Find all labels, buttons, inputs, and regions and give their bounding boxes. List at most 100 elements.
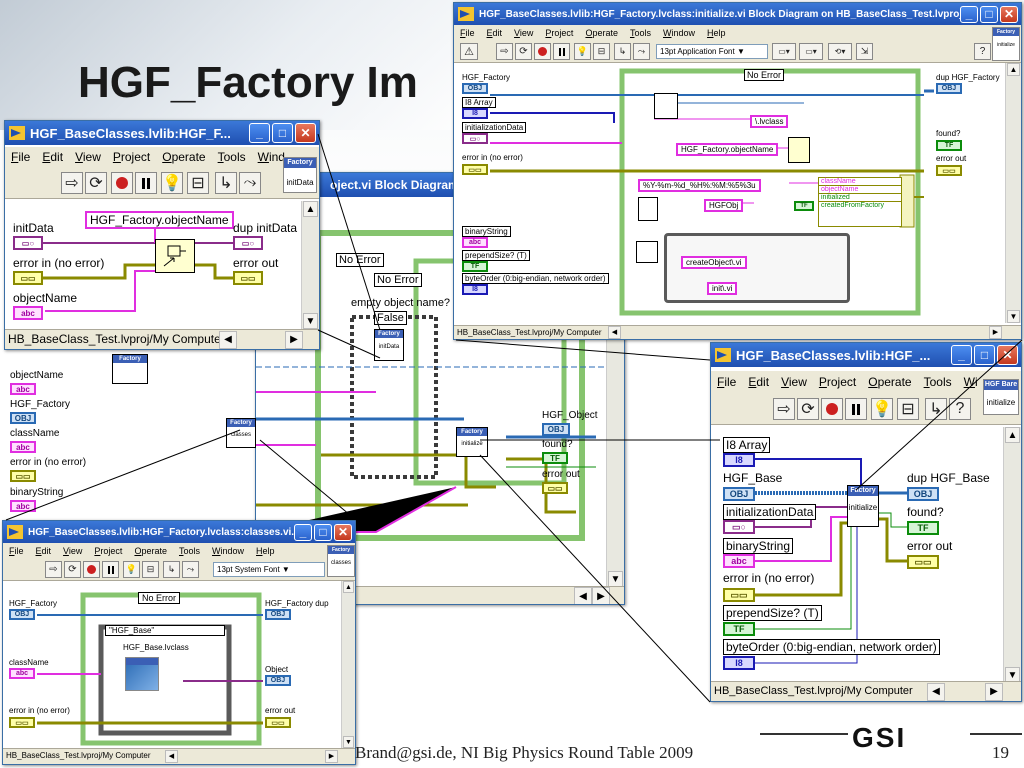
- init-link-node[interactable]: [636, 241, 658, 263]
- init-error-in-terminal[interactable]: ▭▭: [462, 164, 488, 175]
- menu-operate[interactable]: Operate: [134, 546, 167, 556]
- reorder-button[interactable]: ⟲▾: [828, 43, 852, 60]
- menu-window[interactable]: Window: [212, 546, 245, 556]
- init2-scroll-down[interactable]: ▼: [1005, 667, 1020, 683]
- make-dup-initdata-terminal[interactable]: ▭○: [233, 236, 263, 250]
- main-subvi-initialize[interactable]: Factory initialize: [456, 427, 488, 457]
- minimize-button[interactable]: _: [294, 523, 312, 541]
- minimize-button[interactable]: _: [249, 123, 270, 143]
- warning-button[interactable]: ⚠: [460, 43, 478, 60]
- init2-error-in-terminal[interactable]: ▭▭: [723, 588, 755, 602]
- menu-edit[interactable]: Edit: [486, 28, 503, 38]
- main-found-terminal[interactable]: TF: [542, 452, 568, 464]
- abort-button[interactable]: [821, 398, 843, 420]
- run-continuously-button[interactable]: ⟳: [64, 561, 81, 578]
- classes-hgf-factory-terminal[interactable]: OBJ: [9, 609, 35, 620]
- classes-classname-terminal[interactable]: abc: [9, 668, 35, 679]
- init2-hgf-base-terminal[interactable]: OBJ: [723, 487, 755, 501]
- close-button[interactable]: ✕: [295, 123, 316, 143]
- close-button[interactable]: ✕: [997, 345, 1018, 365]
- init2-i8-array-terminal[interactable]: I8: [723, 453, 755, 467]
- step-into-button[interactable]: ↳: [925, 398, 947, 420]
- menu-project[interactable]: Project: [545, 28, 574, 38]
- step-over-button[interactable]: ⤳: [239, 172, 261, 194]
- menu-project[interactable]: Project: [94, 546, 123, 556]
- menu-file[interactable]: File: [717, 375, 737, 389]
- menu-edit[interactable]: Edit: [748, 375, 770, 389]
- maximize-button[interactable]: □: [314, 523, 332, 541]
- classes-scroll-up[interactable]: ▲: [343, 581, 354, 593]
- highlight-execution-button[interactable]: 💡: [871, 398, 893, 420]
- menu-project[interactable]: Project: [112, 150, 151, 164]
- retain-wire-values-button[interactable]: ⊟: [142, 561, 159, 578]
- window-initialize[interactable]: HGF_BaseClasses.lvlib:HGF_Factory.lvclas…: [453, 2, 1022, 340]
- step-over-button[interactable]: ⤳: [182, 561, 199, 578]
- init-initializationdata-terminal[interactable]: ▭○: [462, 133, 488, 144]
- make-initdata-terminal[interactable]: ▭○: [13, 236, 43, 250]
- menu-tools[interactable]: Tools: [178, 546, 200, 556]
- maximize-button[interactable]: □: [980, 5, 998, 23]
- menu-operate[interactable]: Operate: [162, 150, 206, 164]
- classes-error-in-terminal[interactable]: ▭▭: [9, 717, 35, 728]
- pause-button[interactable]: [553, 43, 570, 60]
- classes-hscroll-right[interactable]: ▶: [325, 750, 338, 763]
- init2-dup-terminal[interactable]: OBJ: [907, 487, 939, 501]
- main-subvi-initdata[interactable]: Factory initData: [374, 329, 404, 361]
- classes-titlebar[interactable]: HGF_BaseClasses.lvlib:HGF_Factory.lvclas…: [3, 521, 355, 543]
- step-into-button[interactable]: ↳: [215, 172, 237, 194]
- menu-tools[interactable]: Tools: [629, 28, 651, 38]
- window-initialize-zoom[interactable]: HGF_BaseClasses.lvlib:HGF_... _□✕ File E…: [710, 342, 1022, 702]
- init-bundle-by-name[interactable]: className objectName initialized created…: [818, 177, 902, 227]
- ctl-objectname-terminal[interactable]: abc: [10, 383, 36, 395]
- menu-tools[interactable]: Tools: [923, 375, 952, 389]
- main-hscroll-left[interactable]: ◀: [574, 587, 592, 604]
- menu-window[interactable]: Window: [663, 28, 696, 38]
- init-scroll-down[interactable]: ▼: [1007, 310, 1020, 323]
- menu-window[interactable]: Wind: [257, 150, 285, 164]
- init-byteorder-terminal[interactable]: I8: [462, 284, 488, 295]
- init-prependsize-terminal[interactable]: TF: [462, 261, 488, 272]
- menu-tools[interactable]: Tools: [217, 150, 246, 164]
- main-scroll-down[interactable]: ▼: [608, 571, 623, 587]
- make-hscroll-right[interactable]: ▶: [285, 331, 303, 349]
- distribute-objects-button[interactable]: ▭▾: [799, 43, 823, 60]
- init-found-terminal[interactable]: TF: [936, 140, 962, 151]
- init-property-node[interactable]: [788, 137, 810, 163]
- main-error-out-terminal[interactable]: ▭▭: [542, 482, 568, 494]
- menu-help[interactable]: Help: [707, 28, 726, 38]
- classes-inner-selector[interactable]: "HGF_Base": [105, 625, 225, 636]
- init-diagram[interactable]: No Error HGF_Factory OBJ I8 Array I8 ini…: [454, 63, 1007, 323]
- menu-file[interactable]: File: [460, 28, 475, 38]
- init2-found-terminal[interactable]: TF: [907, 521, 939, 535]
- classes-case-selector[interactable]: No Error: [138, 592, 181, 604]
- make-property-node[interactable]: [155, 239, 195, 273]
- init-scroll-up[interactable]: ▲: [1007, 63, 1020, 76]
- make-scroll-up[interactable]: ▲: [303, 201, 318, 217]
- classes-error-out-terminal[interactable]: ▭▭: [265, 717, 291, 728]
- classes-font-select[interactable]: 13pt System Font ▼: [213, 562, 325, 577]
- minimize-button[interactable]: _: [960, 5, 978, 23]
- run-button[interactable]: ⇨: [45, 561, 62, 578]
- ctl-classname-terminal[interactable]: abc: [10, 441, 36, 453]
- classes-hscroll-left[interactable]: ◀: [165, 750, 178, 763]
- main-hscroll-right[interactable]: ▶: [592, 587, 610, 604]
- menu-operate[interactable]: Operate: [585, 28, 618, 38]
- menu-operate[interactable]: Operate: [868, 375, 912, 389]
- align-objects-button[interactable]: ▭▾: [772, 43, 796, 60]
- run-continuously-button[interactable]: ⟳: [797, 398, 819, 420]
- help-button[interactable]: ?: [949, 398, 971, 420]
- step-into-button[interactable]: ↳: [163, 561, 180, 578]
- highlight-execution-button[interactable]: 💡: [574, 43, 591, 60]
- make-objectname-terminal[interactable]: abc: [13, 306, 43, 320]
- init-time-node[interactable]: [638, 197, 658, 221]
- retain-wire-values-button[interactable]: ⊟: [897, 398, 919, 420]
- abort-button[interactable]: [534, 43, 551, 60]
- init-case-selector[interactable]: No Error: [744, 69, 785, 81]
- make-hscroll-left[interactable]: ◀: [219, 331, 237, 349]
- init2-connector-pane[interactable]: HGF Bare initialize: [983, 379, 1019, 415]
- init2-binarystring-terminal[interactable]: abc: [723, 554, 755, 568]
- classes-scroll-down[interactable]: ▼: [343, 736, 354, 748]
- menu-file[interactable]: File: [9, 546, 24, 556]
- init-i8-array-terminal[interactable]: I8: [462, 108, 488, 119]
- help-button[interactable]: ?: [974, 43, 991, 60]
